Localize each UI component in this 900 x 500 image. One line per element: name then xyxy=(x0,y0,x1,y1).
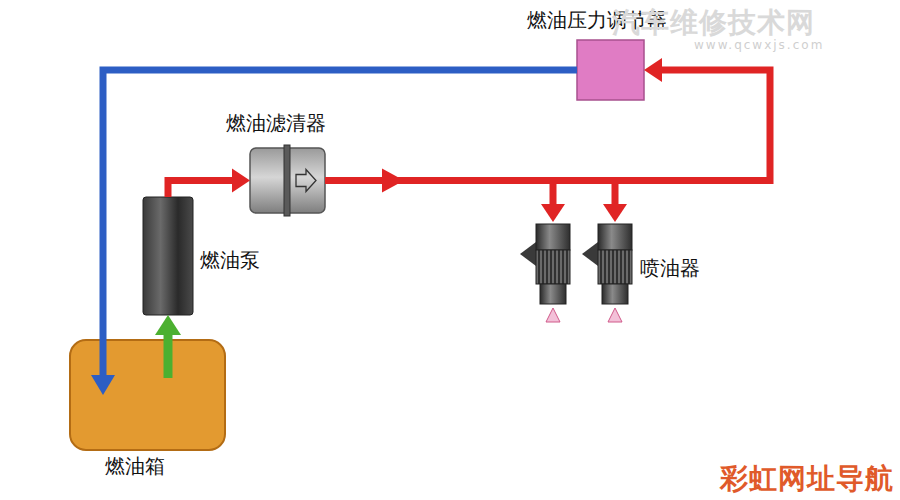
node-label: 燃油箱 xyxy=(105,454,165,478)
watermark: 彩虹网址导航 xyxy=(720,460,894,498)
fuel-tank: 燃油箱 xyxy=(70,340,225,450)
arrow-head xyxy=(644,58,662,82)
arrow-head xyxy=(232,169,250,193)
injector-group: 喷油器 xyxy=(518,222,638,327)
pipe-connector xyxy=(91,70,577,395)
pipe-connector xyxy=(155,315,181,378)
pipe-connector xyxy=(168,169,250,198)
arrow-head xyxy=(603,204,627,222)
watermark-url: www.qcwxjs.com xyxy=(694,38,824,52)
arrow-head xyxy=(541,204,565,222)
watermark: 汽车维修技术网 xyxy=(612,4,815,42)
fuel-filter: 燃油滤清器 xyxy=(250,148,325,213)
injector-symbol xyxy=(520,224,570,322)
injector-symbol xyxy=(582,224,632,322)
fuel-pump: 燃油泵 xyxy=(143,197,193,315)
arrow-head xyxy=(155,315,181,335)
pipe-line xyxy=(168,181,234,198)
pipe-line xyxy=(103,70,577,377)
pipe-line xyxy=(164,333,173,378)
arrow-head xyxy=(91,375,115,395)
regulator-shape xyxy=(577,40,644,100)
pipe-connector xyxy=(325,58,770,193)
pipe-connector xyxy=(325,181,627,223)
flow-arrow-symbol xyxy=(296,170,316,192)
node-label: 喷油器 xyxy=(640,256,700,280)
pipe-line xyxy=(325,70,770,181)
pressure-regulator: 燃油压力调节器 xyxy=(577,40,644,100)
pipe-line xyxy=(325,181,615,207)
pump-shape xyxy=(143,197,193,315)
node-label: 燃油泵 xyxy=(200,248,260,272)
tank-shape xyxy=(70,340,225,450)
node-label: 燃油滤清器 xyxy=(226,111,326,135)
filter-band xyxy=(284,145,290,216)
